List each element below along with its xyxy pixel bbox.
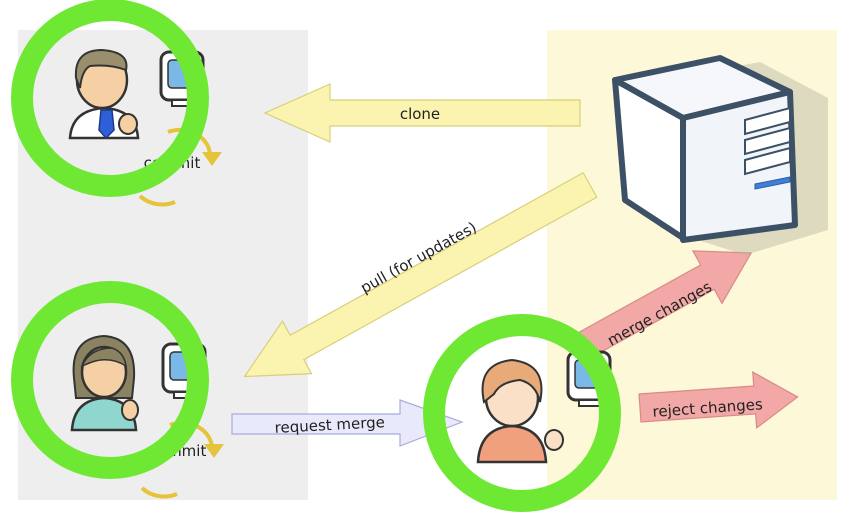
highlight-ring-maintainer (423, 314, 621, 512)
maintainer-person-icon (476, 358, 564, 464)
merge-changes-arrow (577, 250, 753, 359)
pull-arrow (243, 171, 598, 378)
clone-label: clone (400, 105, 440, 123)
developer-bottom: commit (11, 281, 224, 499)
server-tower-icon (612, 55, 828, 255)
developer-person-icon (70, 334, 139, 432)
developer-top: commit (11, 0, 222, 207)
maintainer (423, 314, 621, 512)
developer-person-icon (68, 48, 140, 140)
highlight-ring-top (11, 0, 209, 197)
request-merge-label: request merge (274, 413, 385, 437)
clone-arrow: clone (263, 83, 581, 143)
reject-changes-arrow (638, 370, 799, 430)
highlight-ring-bottom-left (11, 281, 209, 479)
